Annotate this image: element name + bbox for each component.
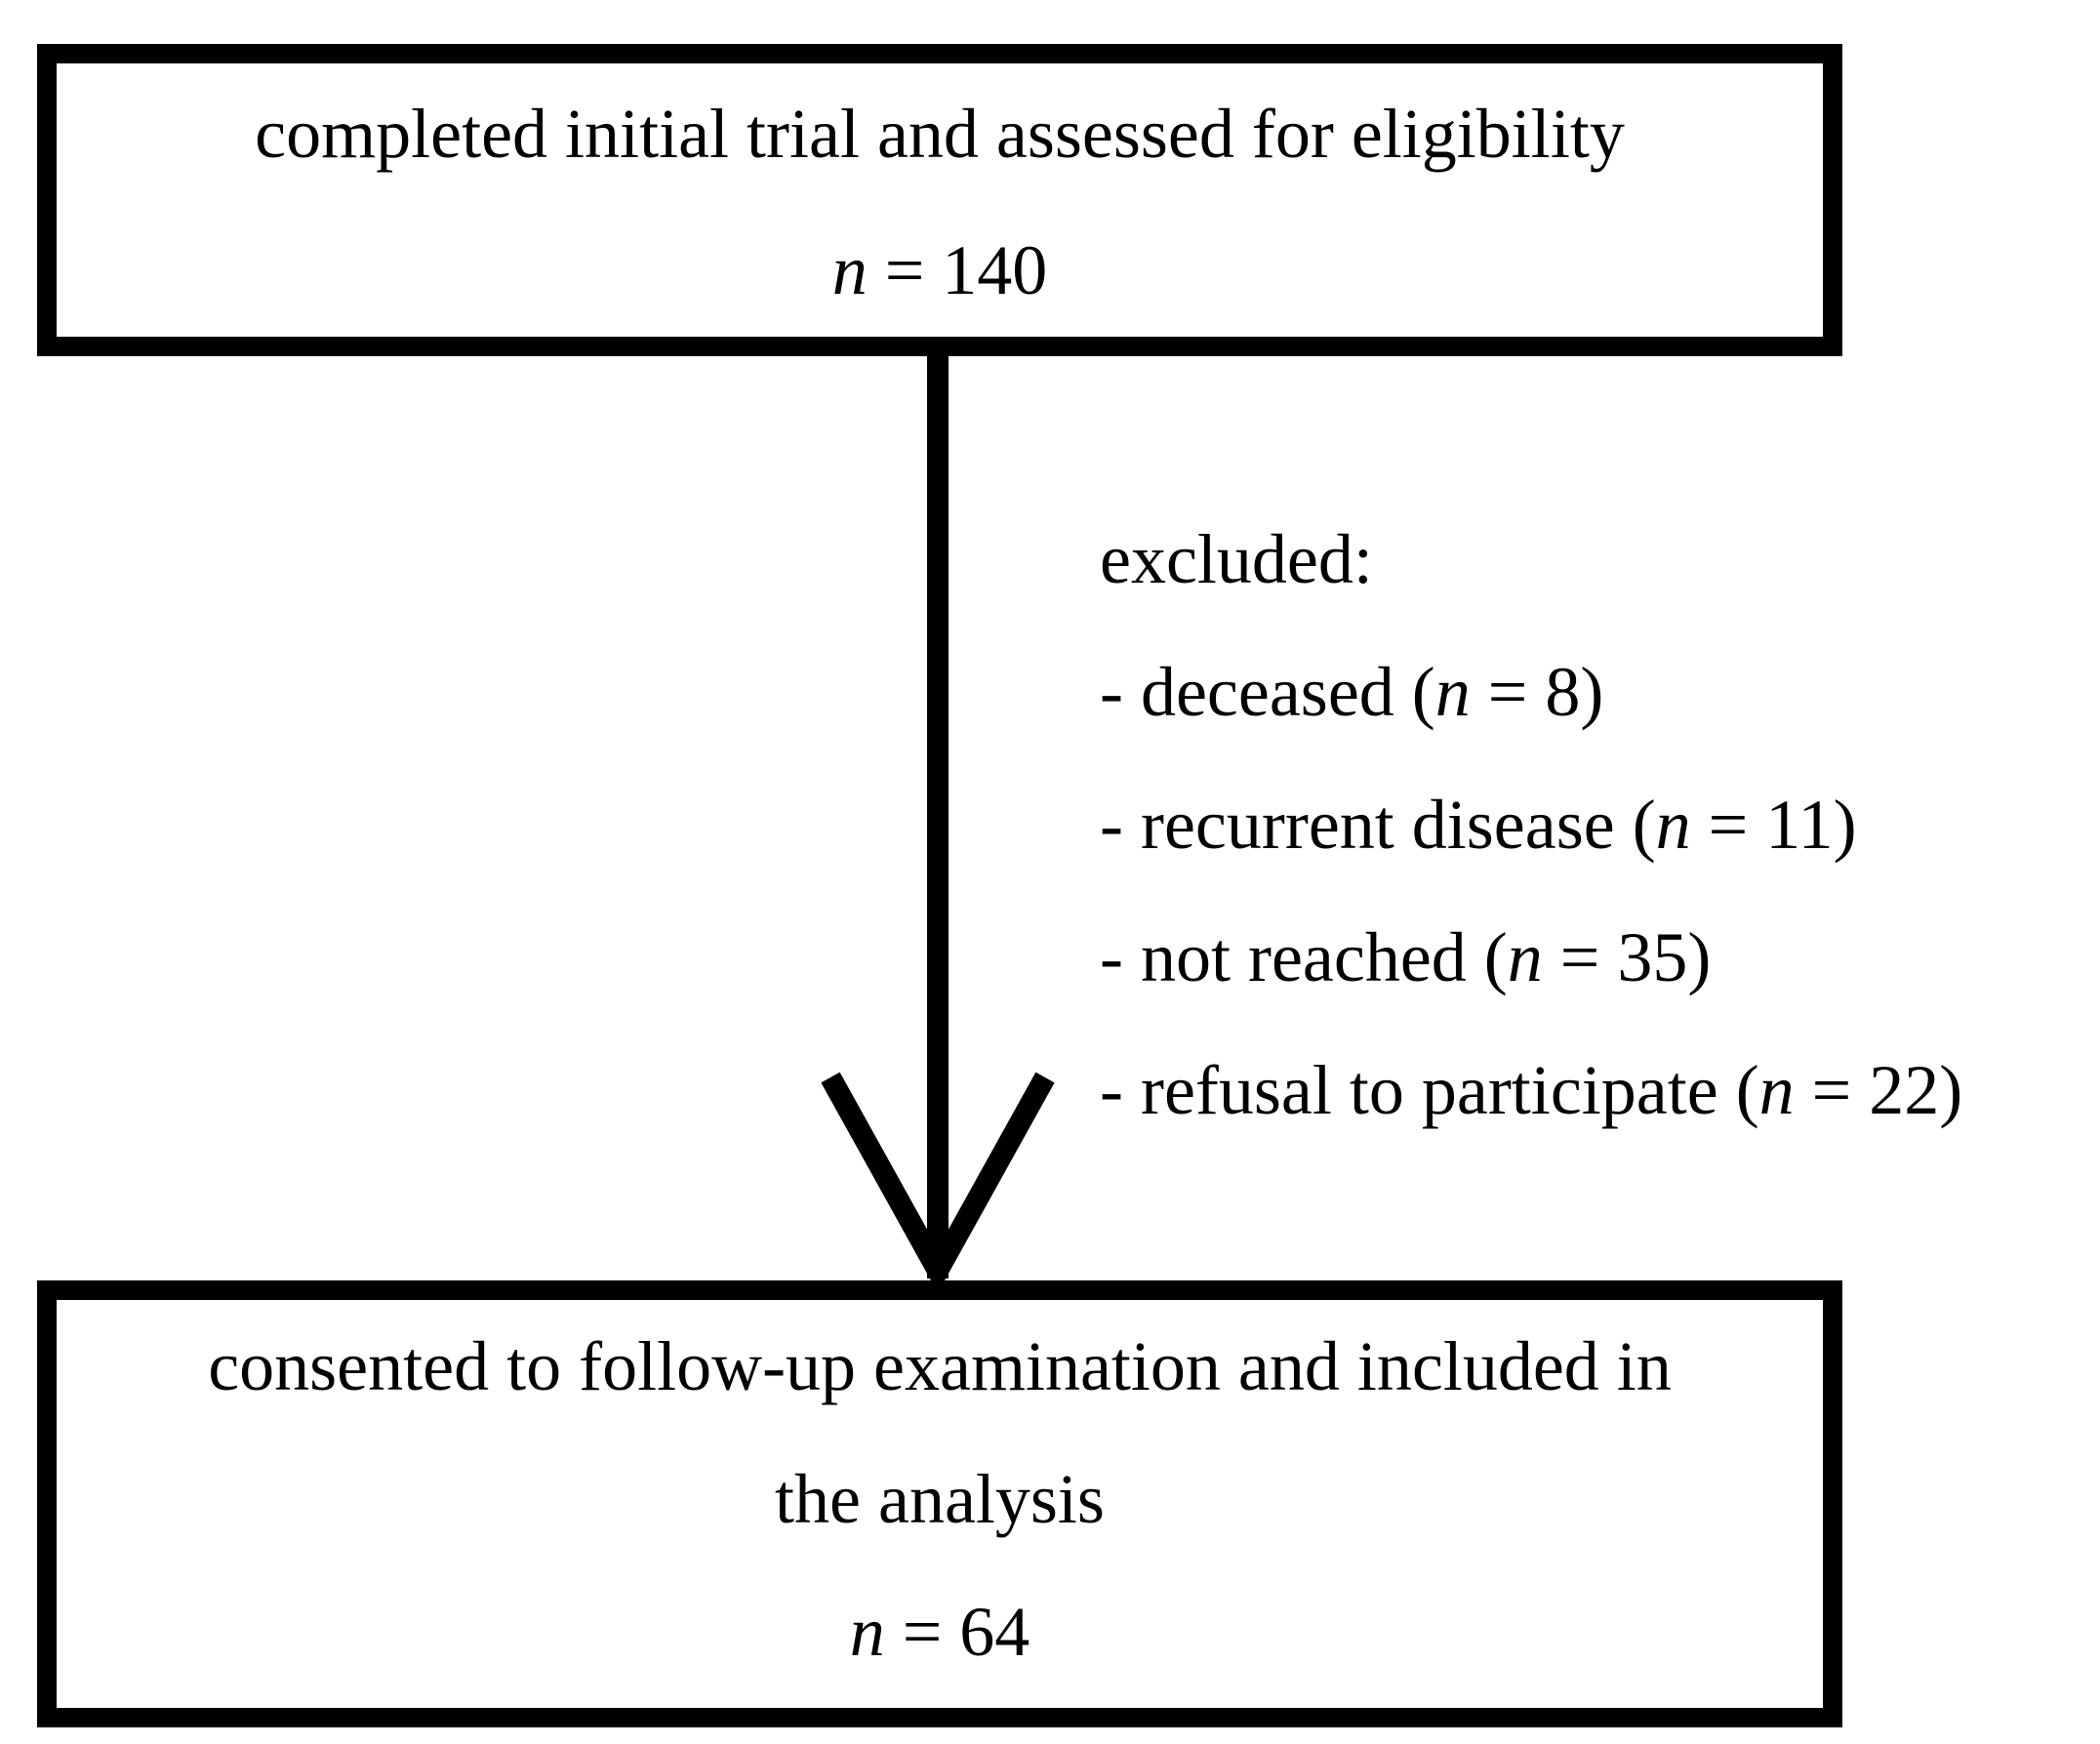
included-label-line1: consented to follow-up examination and i… — [208, 1327, 1672, 1405]
exclusion-item-label: - not reached ( — [1100, 918, 1508, 996]
arrow-head-icon — [821, 1072, 1055, 1293]
exclusion-item-symbol: n — [1655, 786, 1691, 864]
exclusion-item-label: - deceased ( — [1100, 653, 1435, 731]
exclusion-item-count: = 22) — [1794, 1051, 1963, 1129]
exclusion-item-refusal: - refusal to participate (n = 22) — [1100, 1024, 1962, 1156]
eligibility-box: completed initial trial and assessed for… — [37, 44, 1842, 356]
exclusion-item-count: = 11) — [1690, 786, 1857, 864]
exclusion-item-deceased: - deceased (n = 8) — [1100, 626, 1962, 758]
eligibility-count: n = 140 — [57, 200, 1823, 337]
exclusion-heading: excluded: — [1100, 520, 1373, 598]
exclusion-item-recurrent-disease: - recurrent disease (n = 11) — [1100, 758, 1962, 891]
included-count-symbol: n — [849, 1593, 885, 1671]
exclusion-item-symbol: n — [1434, 653, 1471, 731]
exclusion-item-symbol: n — [1758, 1051, 1795, 1129]
exclusion-list: excluded: - deceased (n = 8) - recurrent… — [1100, 493, 1962, 1156]
eligibility-label: completed initial trial and assessed for… — [255, 95, 1625, 173]
exclusion-item-not-reached: - not reached (n = 35) — [1100, 891, 1962, 1024]
eligibility-count-value: = 140 — [867, 231, 1048, 309]
included-box: consented to follow-up examination and i… — [37, 1280, 1842, 1727]
exclusion-item-count: = 35) — [1542, 918, 1712, 996]
included-label-line2: the analysis — [775, 1460, 1105, 1538]
exclusion-item-count: = 8) — [1470, 653, 1604, 731]
exclusion-item-label: - refusal to participate ( — [1100, 1051, 1759, 1129]
eligibility-count-symbol: n — [831, 231, 868, 309]
included-count: n = 64 — [57, 1565, 1823, 1698]
exclusion-item-symbol: n — [1507, 918, 1543, 996]
exclusion-item-label: - recurrent disease ( — [1100, 786, 1656, 864]
included-count-value: = 64 — [884, 1593, 1030, 1671]
